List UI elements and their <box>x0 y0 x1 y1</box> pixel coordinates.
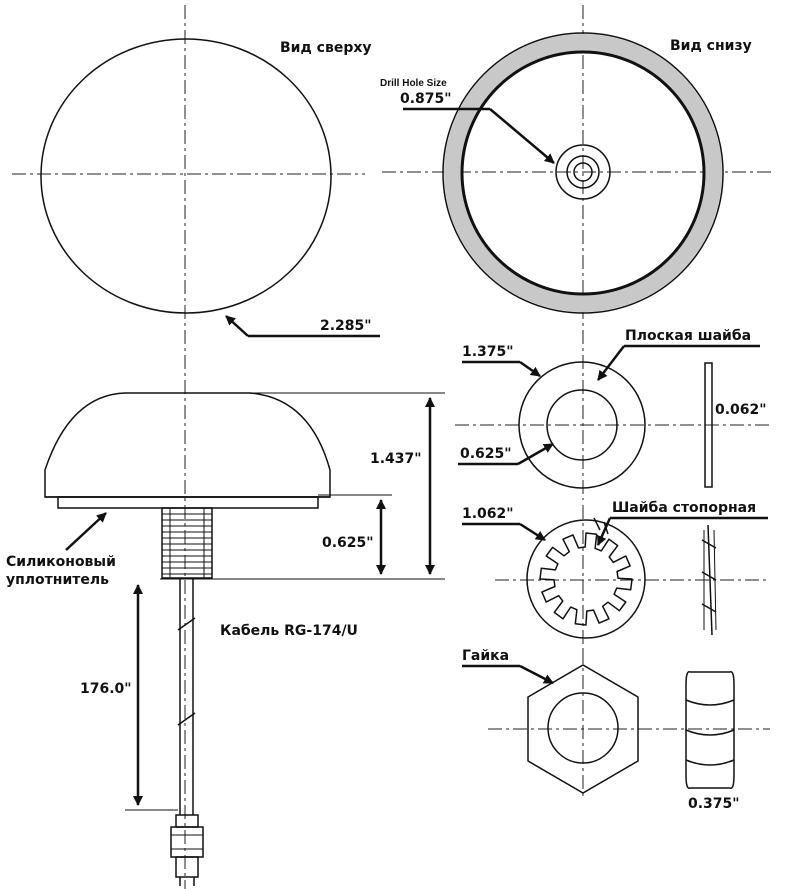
flat-washer-od-label: 1.375" <box>462 344 514 360</box>
lock-washer-od-label: 1.062" <box>462 506 514 522</box>
silicone-gasket-ring <box>444 34 722 312</box>
connector-icon <box>170 814 204 886</box>
lock-washer-od-arrow <box>519 522 546 542</box>
flat-washer-od-arrow <box>519 360 541 378</box>
flat-washer-side <box>704 362 713 488</box>
lock-washer-side <box>701 524 717 636</box>
side-view: 1.437" 0.625" 176.0" Силиконовый уплотни… <box>6 392 445 886</box>
nut-label: Гайка <box>462 648 509 664</box>
bottom-inner-ring <box>460 50 706 296</box>
drill-hole-outer <box>555 144 611 200</box>
thread-lines <box>162 508 212 578</box>
cable-label: Кабель RG-174/U <box>220 623 358 639</box>
drill-hole-middle <box>566 155 600 189</box>
drill-hole-arrow <box>489 108 555 164</box>
lock-washer-label: Шайба стопорная <box>612 500 756 516</box>
flat-washer-arrow <box>597 345 625 381</box>
nut: Гайка 0.375" <box>462 648 770 812</box>
dome-top-outline <box>40 38 332 314</box>
flat-washer-id-label: 0.625" <box>460 446 512 462</box>
nut-hexagon <box>527 664 639 794</box>
silicone-seal-label-line1: Силиконовый <box>6 554 116 570</box>
nut-arrow <box>519 664 554 685</box>
drill-hole-caption: Drill Hole Size <box>380 78 447 89</box>
lock-washer-teeth <box>539 532 633 626</box>
drill-hole-inner <box>573 162 593 182</box>
bottom-outer-ring <box>442 32 724 314</box>
flat-washer-thickness-label: 0.062" <box>715 402 767 418</box>
top-view: Вид сверху 2.285" <box>12 5 380 889</box>
silicone-seal-label-line2: уплотнитель <box>6 572 109 588</box>
flat-washer-outer <box>518 361 646 489</box>
nut-thickness-label: 0.375" <box>688 796 740 812</box>
cable-length-label: 176.0" <box>80 681 132 697</box>
cable-break-marks <box>177 617 196 726</box>
dome-side-profile <box>44 392 331 498</box>
dome-diameter-arrow <box>225 315 249 337</box>
total-height-label: 1.437" <box>370 451 422 467</box>
silicone-seal-arrow <box>65 512 107 551</box>
nut-side <box>685 671 735 789</box>
flat-washer: Плоская шайба 1.375" 0.625" 0.062" <box>455 328 770 500</box>
top-view-label: Вид сверху <box>280 40 372 56</box>
lock-washer: 1.062" Шайба стопорная <box>462 500 770 650</box>
flat-washer-id-arrow <box>517 442 554 466</box>
dome-diameter-label: 2.285" <box>320 318 372 334</box>
silicone-seal-profile <box>57 496 319 509</box>
flat-washer-inner <box>546 389 618 461</box>
thread-height-label: 0.625" <box>322 535 374 551</box>
threaded-stud <box>161 507 213 579</box>
drill-hole-value: 0.875" <box>400 91 452 107</box>
bottom-view-label: Вид снизу <box>670 38 752 54</box>
bottom-view: Вид снизу Drill Hole Size 0.875" <box>380 5 775 420</box>
flat-washer-label: Плоская шайба <box>625 328 751 344</box>
lock-washer-outer <box>526 519 646 639</box>
nut-hole <box>547 692 619 764</box>
lock-washer-arrow <box>596 517 612 546</box>
